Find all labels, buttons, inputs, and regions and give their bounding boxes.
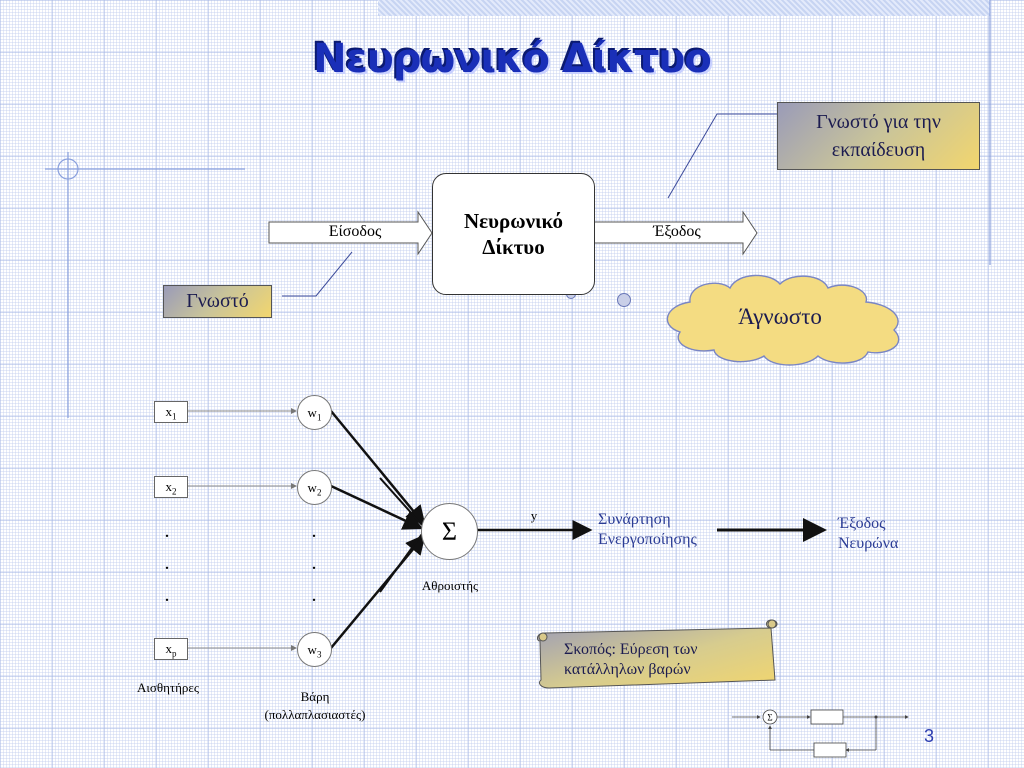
activation-label: Συνάρτηση Ενεργοποίησης	[598, 510, 738, 550]
neuron-output-line2: Νευρώνα	[838, 535, 899, 552]
page-number: 3	[924, 726, 935, 746]
network-box-line1: Νευρωνικό	[463, 208, 564, 233]
goal-label-line2: κατάλληλων βαρών	[564, 661, 691, 678]
neural-network-box: Νευρωνικό Δίκτυο	[432, 173, 595, 295]
weight-w2: w2	[297, 470, 332, 505]
activation-label-line1: Συνάρτηση	[598, 511, 671, 528]
training-box: Γνωστό για την εκπαίδευση	[777, 102, 980, 170]
input-xp: xp	[154, 638, 188, 660]
known-label: Γνωστό	[186, 290, 249, 312]
weights-label: Βάρη (πολλαπλασιαστές)	[240, 688, 390, 724]
training-label-line1: Γνωστό για την	[816, 111, 941, 133]
input-x1: x1	[154, 401, 188, 423]
goal-label-line1: Σκοπός: Εύρεση των	[564, 641, 698, 658]
y-label: y	[530, 508, 538, 523]
weights-label-line2: (πολλαπλασιαστές)	[264, 707, 366, 722]
summer-label: Αθροιστής	[421, 578, 479, 593]
dot: .	[311, 552, 317, 574]
weights-label-line1: Βάρη	[300, 689, 330, 704]
dot: .	[311, 520, 317, 542]
dot: .	[164, 584, 170, 606]
unknown-label: Άγνωστο	[738, 304, 822, 329]
input-label: Είσοδος	[328, 223, 382, 240]
dot: .	[164, 520, 170, 542]
weight-w3: w3	[297, 632, 332, 667]
network-box-line2: Δίκτυο	[482, 235, 545, 259]
training-label-line2: εκπαίδευση	[831, 139, 926, 161]
known-box: Γνωστό	[163, 285, 272, 318]
sensors-label: Αισθητήρες	[136, 680, 200, 695]
dot: .	[311, 584, 317, 606]
output-label: Έξοδος	[653, 223, 701, 240]
neuron-output-line1: Έξοδος	[838, 515, 886, 532]
summer-node: Σ	[421, 503, 478, 560]
neuron-output-label: Έξοδος Νευρώνα	[838, 514, 948, 554]
activation-label-line2: Ενεργοποίησης	[598, 531, 697, 548]
page-title: Νευρωνικό Δίκτυο	[313, 36, 712, 82]
weight-w1: w1	[297, 395, 332, 430]
top-decorative-band	[378, 0, 990, 16]
input-x2: x2	[154, 476, 188, 498]
mini-sigma: Σ	[767, 713, 772, 723]
dot: .	[164, 552, 170, 574]
goal-label: Σκοπός: Εύρεση των κατάλληλων βαρών	[564, 640, 774, 680]
summer-symbol: Σ	[441, 517, 458, 546]
